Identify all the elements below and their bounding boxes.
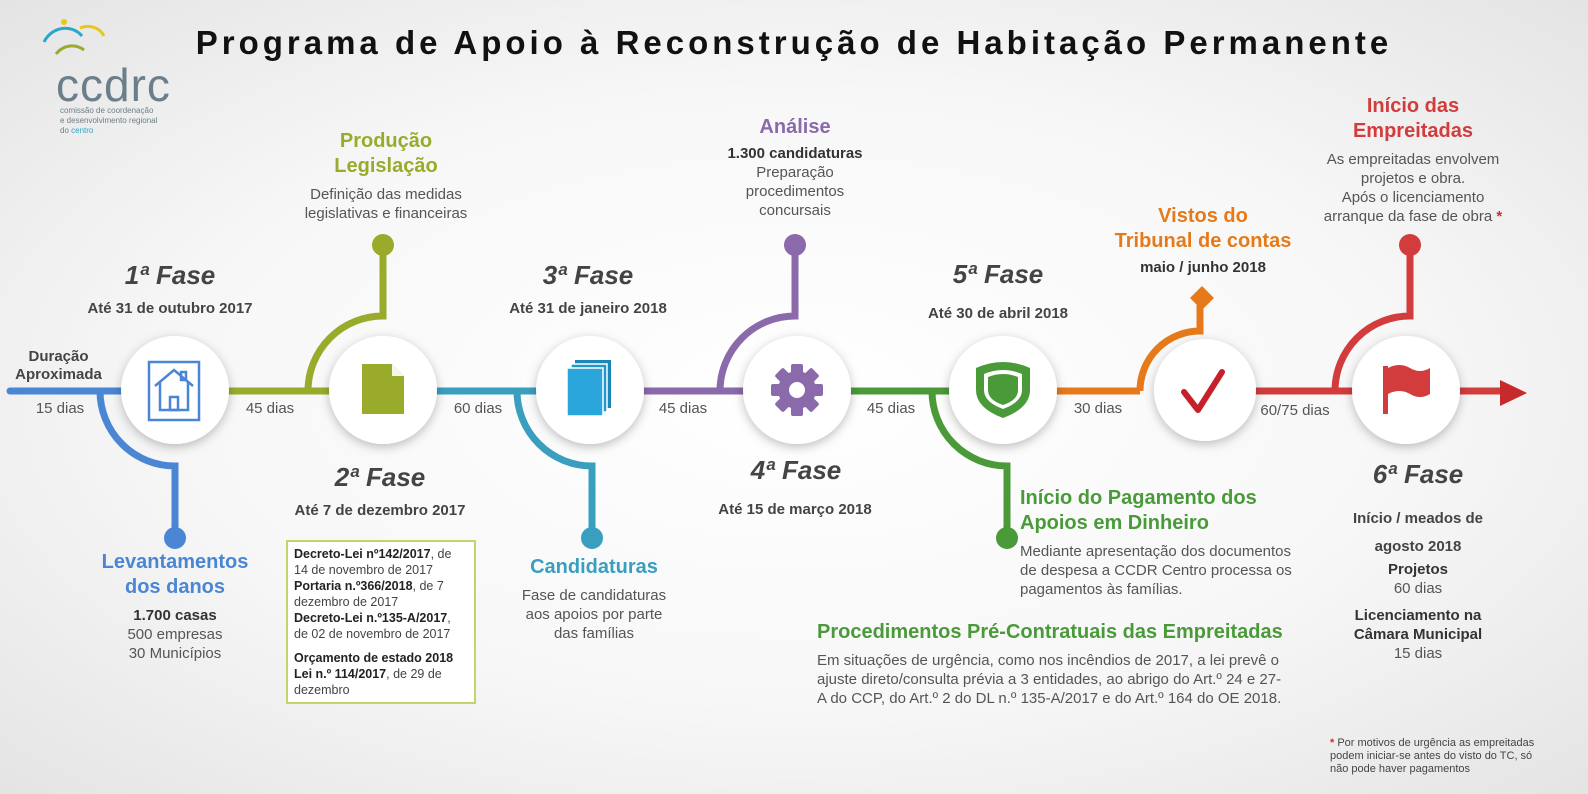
phase-5-title: 5ª Fase xyxy=(952,259,1044,289)
duration-1: 15 dias xyxy=(35,400,85,417)
asterisk-icon: * xyxy=(1330,737,1335,749)
candidaturas-block: Candidaturas Fase de candidaturas aos ap… xyxy=(521,556,667,642)
phase-4-title: 4ª Fase xyxy=(750,455,842,485)
logo: ccdrc comissão de coordenação e desenvol… xyxy=(34,14,184,135)
phase-circle-2 xyxy=(329,336,437,444)
phase-2-date: Até 7 de dezembro 2017 xyxy=(294,502,466,519)
gear-icon xyxy=(771,364,823,416)
legislation-box: Decreto-Lei nº142/2017, de 14 de novembr… xyxy=(286,540,476,704)
phase-circle-4 xyxy=(743,336,851,444)
phase-3-date: Até 31 de janeiro 2018 xyxy=(509,300,667,317)
phase-circle-1 xyxy=(121,336,229,444)
duration-5: 45 dias xyxy=(866,400,916,417)
node-vistos xyxy=(1190,286,1214,310)
node-candidaturas xyxy=(581,527,603,549)
phase-1-date: Até 31 de outubro 2017 xyxy=(87,300,253,317)
phase-6-date: Início / meados de agosto 2018 xyxy=(1352,510,1484,555)
node-analise xyxy=(784,234,806,256)
node-inicio-empreitadas xyxy=(1399,234,1421,256)
phase-1-title: 1ª Fase xyxy=(124,260,216,290)
phase-circle-5 xyxy=(949,336,1057,444)
duration-2: 45 dias xyxy=(245,400,295,417)
phase-circle-vistos xyxy=(1154,339,1256,441)
phase-6-title: 6ª Fase xyxy=(1372,459,1464,489)
arrow-right-icon xyxy=(1500,380,1527,406)
duration-label: Duração Aproximada xyxy=(15,348,102,383)
logo-text: ccdrc xyxy=(56,59,171,111)
logo-subtitle: comissão de coordenação e desenvolviment… xyxy=(60,106,158,135)
node-levantamentos xyxy=(164,527,186,549)
duration-6: 30 dias xyxy=(1073,400,1123,417)
fase6-details: Projetos 60 dias Licenciamento na Câmara… xyxy=(1353,561,1483,662)
procedimentos-block: Procedimentos Pré-Contratuais das Emprei… xyxy=(817,621,1283,707)
checkmark-icon xyxy=(1181,369,1225,413)
node-pagamento xyxy=(996,527,1018,549)
phase-5-date: Até 30 de abril 2018 xyxy=(927,305,1069,322)
house-icon xyxy=(147,360,201,422)
analise-block: Análise 1.300 candidaturas Preparação pr… xyxy=(727,116,863,219)
phase-circle-3 xyxy=(536,336,644,444)
page-title: Programa de Apoio à Reconstrução de Habi… xyxy=(195,24,1393,61)
duration-3: 60 dias xyxy=(453,400,503,417)
duration-7: 60/75 dias xyxy=(1260,402,1330,419)
logo-swirl-icon xyxy=(42,19,106,56)
shield-icon xyxy=(976,362,1030,418)
phase-4-date: Até 15 de março 2018 xyxy=(718,501,872,518)
phase-2-title: 2ª Fase xyxy=(334,462,426,492)
asterisk-icon: * xyxy=(1496,208,1503,225)
flag-icon xyxy=(1383,365,1430,414)
stacked-files-icon xyxy=(566,360,611,417)
duration-4: 45 dias xyxy=(658,400,708,417)
footnote: * Por motivos de urgência as empreitadas… xyxy=(1330,737,1535,775)
phase-circle-6 xyxy=(1352,336,1460,444)
node-producao xyxy=(372,234,394,256)
document-icon xyxy=(362,364,404,414)
phase-3-title: 3ª Fase xyxy=(542,260,634,290)
